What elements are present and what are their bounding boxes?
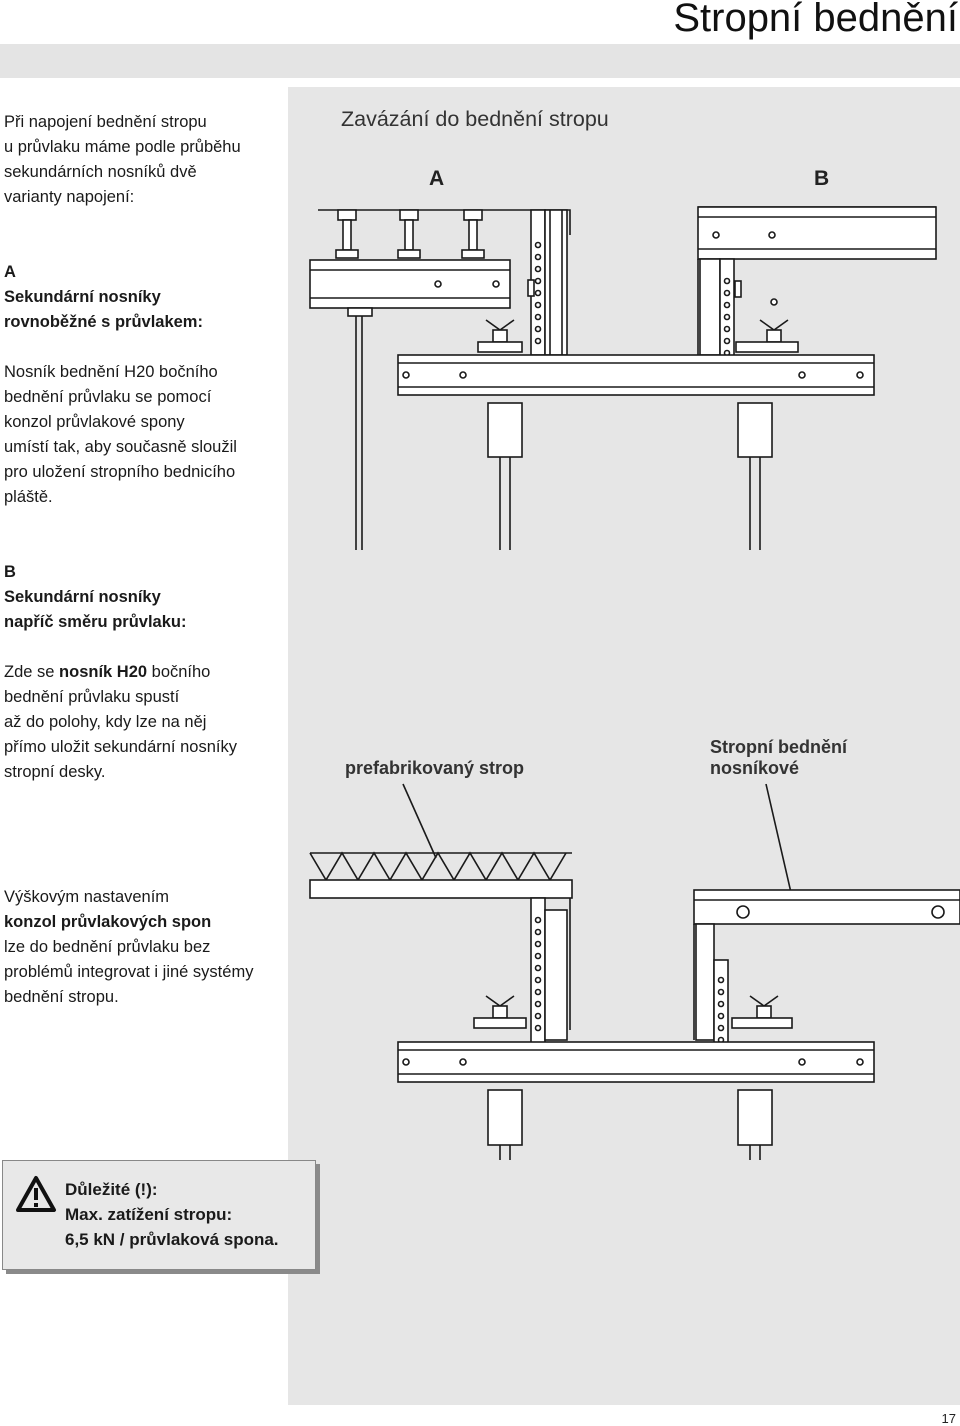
section-c-body: bednění stropu. — [4, 988, 119, 1006]
section-a-heading: Sekundární nosníky — [4, 288, 161, 306]
warning-line: 6,5 kN / průvlaková spona. — [65, 1230, 279, 1249]
section-b-body-first: Zde se nosník H20 bočního — [4, 660, 284, 685]
header-band — [0, 44, 960, 78]
intro-line: u průvlaku máme podle průběhu — [4, 138, 241, 156]
figure-heading: Zavázání do bednění stropu — [341, 107, 609, 131]
text-run: bočního — [147, 663, 211, 681]
page-title: Stropní bednění — [673, 0, 958, 40]
text-run-bold: nosník H20 — [59, 663, 148, 681]
leader-line — [402, 783, 437, 859]
section-a-body: pro uložení stropního bednicího — [4, 463, 236, 481]
section-c: Výškovým nastavením konzol průvlakových … — [4, 885, 284, 1010]
intro-line: sekundárních nosníků dvě — [4, 163, 197, 181]
warning-triangle-icon — [16, 1176, 56, 1212]
drawing-top — [309, 206, 937, 550]
label-line: nosníkové — [710, 758, 800, 778]
h20-beam-b — [697, 206, 937, 260]
warning-text: Důležité (!): Max. zatížení stropu: 6,5 … — [65, 1177, 279, 1252]
section-a: A Sekundární nosníky rovnoběžné s průvla… — [4, 260, 284, 510]
warning-box: Důležité (!): Max. zatížení stropu: 6,5 … — [2, 1160, 316, 1270]
timber-joist — [397, 209, 421, 259]
variant-label-b: B — [814, 167, 830, 190]
section-b-letter: B — [4, 563, 16, 581]
section-a-body: umístí tak, aby současně sloužil — [4, 438, 237, 456]
lattice-girder — [309, 851, 572, 882]
warning-line: Max. zatížení stropu: — [65, 1205, 233, 1224]
section-a-body: bednění průvlaku se pomocí — [4, 388, 212, 406]
section-c-body: problémů integrovat i jiné systémy — [4, 963, 254, 981]
leader-line — [765, 783, 796, 911]
intro-text: Při napojení bednění stropu u průvlaku m… — [4, 110, 284, 210]
timber-joist — [461, 209, 485, 259]
section-a-letter: A — [4, 263, 16, 281]
label-prefab-slab: prefabrikovaný strop — [345, 758, 525, 778]
section-c-bold: konzol průvlakových spon — [4, 913, 212, 931]
h20-beam-a — [309, 259, 511, 309]
main-beam-lower — [397, 1041, 875, 1083]
section-b-body: bednění průvlaku spustí — [4, 688, 180, 706]
main-beam — [397, 354, 875, 396]
text-run: Zde se — [4, 663, 60, 681]
intro-line: varianty napojení: — [4, 188, 135, 206]
section-b-body: až do polohy, kdy lze na něj — [4, 713, 207, 731]
variant-label-a: A — [429, 167, 445, 190]
section-a-body: pláště. — [4, 488, 53, 506]
section-b-heading: Sekundární nosníky — [4, 588, 161, 606]
section-b-heading: napříč směru průvlaku: — [4, 613, 187, 631]
warning-line: Důležité (!): — [65, 1180, 158, 1199]
section-a-body: Nosník bednění H20 bočního — [4, 363, 218, 381]
section-b-body: stropní desky. — [4, 763, 106, 781]
section-a-heading: rovnoběžné s průvlakem: — [4, 313, 203, 331]
page-number: 17 — [941, 1411, 956, 1426]
section-c-line: Výškovým nastavením — [4, 888, 170, 906]
intro-line: Při napojení bednění stropu — [4, 113, 207, 131]
label-beam-formwork: Stropní bednění nosníkové — [710, 737, 847, 779]
section-c-body: lze do bednění průvlaku bez — [4, 938, 211, 956]
section-a-body: konzol průvlakové spony — [4, 413, 185, 431]
label-line: Stropní bednění — [710, 737, 847, 757]
section-b: B Sekundární nosníky napříč směru průvla… — [4, 560, 284, 785]
section-b-body: přímo uložit sekundární nosníky — [4, 738, 237, 756]
prefab-slab — [309, 879, 573, 899]
drawing-bottom — [309, 783, 960, 1160]
timber-joist — [335, 209, 359, 259]
h20-beam-right — [693, 889, 960, 925]
